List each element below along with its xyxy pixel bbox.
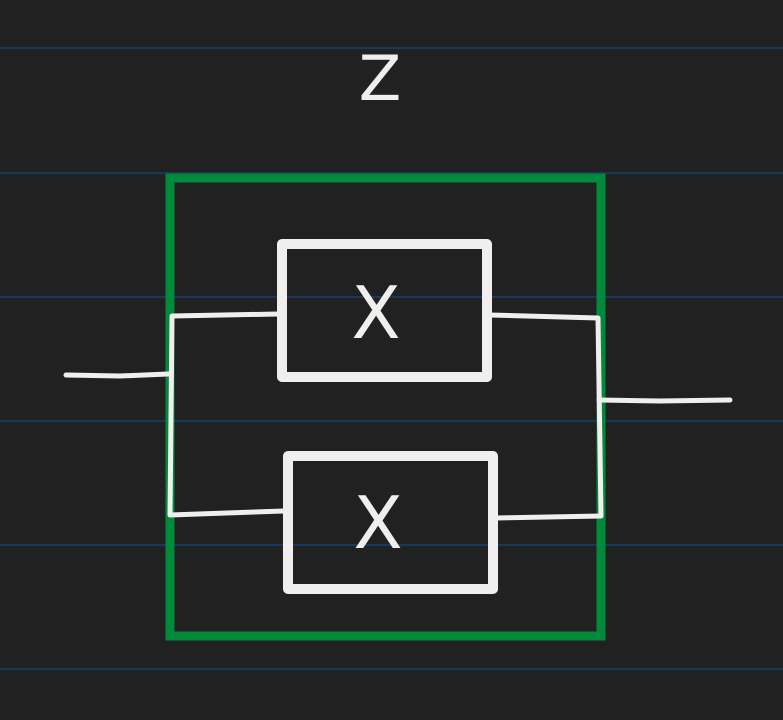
block-bottom bbox=[283, 451, 498, 594]
block-bottom-label: X bbox=[353, 481, 402, 565]
wires bbox=[63, 311, 733, 521]
right-bus-wire bbox=[487, 312, 604, 521]
block-top bbox=[277, 239, 492, 382]
input-wire bbox=[63, 371, 171, 379]
ruled-lines bbox=[0, 47, 783, 670]
output-wire bbox=[596, 397, 733, 404]
title-z: Z bbox=[359, 42, 401, 115]
left-bus-wire bbox=[167, 311, 287, 518]
block-top-label: X bbox=[351, 271, 400, 355]
